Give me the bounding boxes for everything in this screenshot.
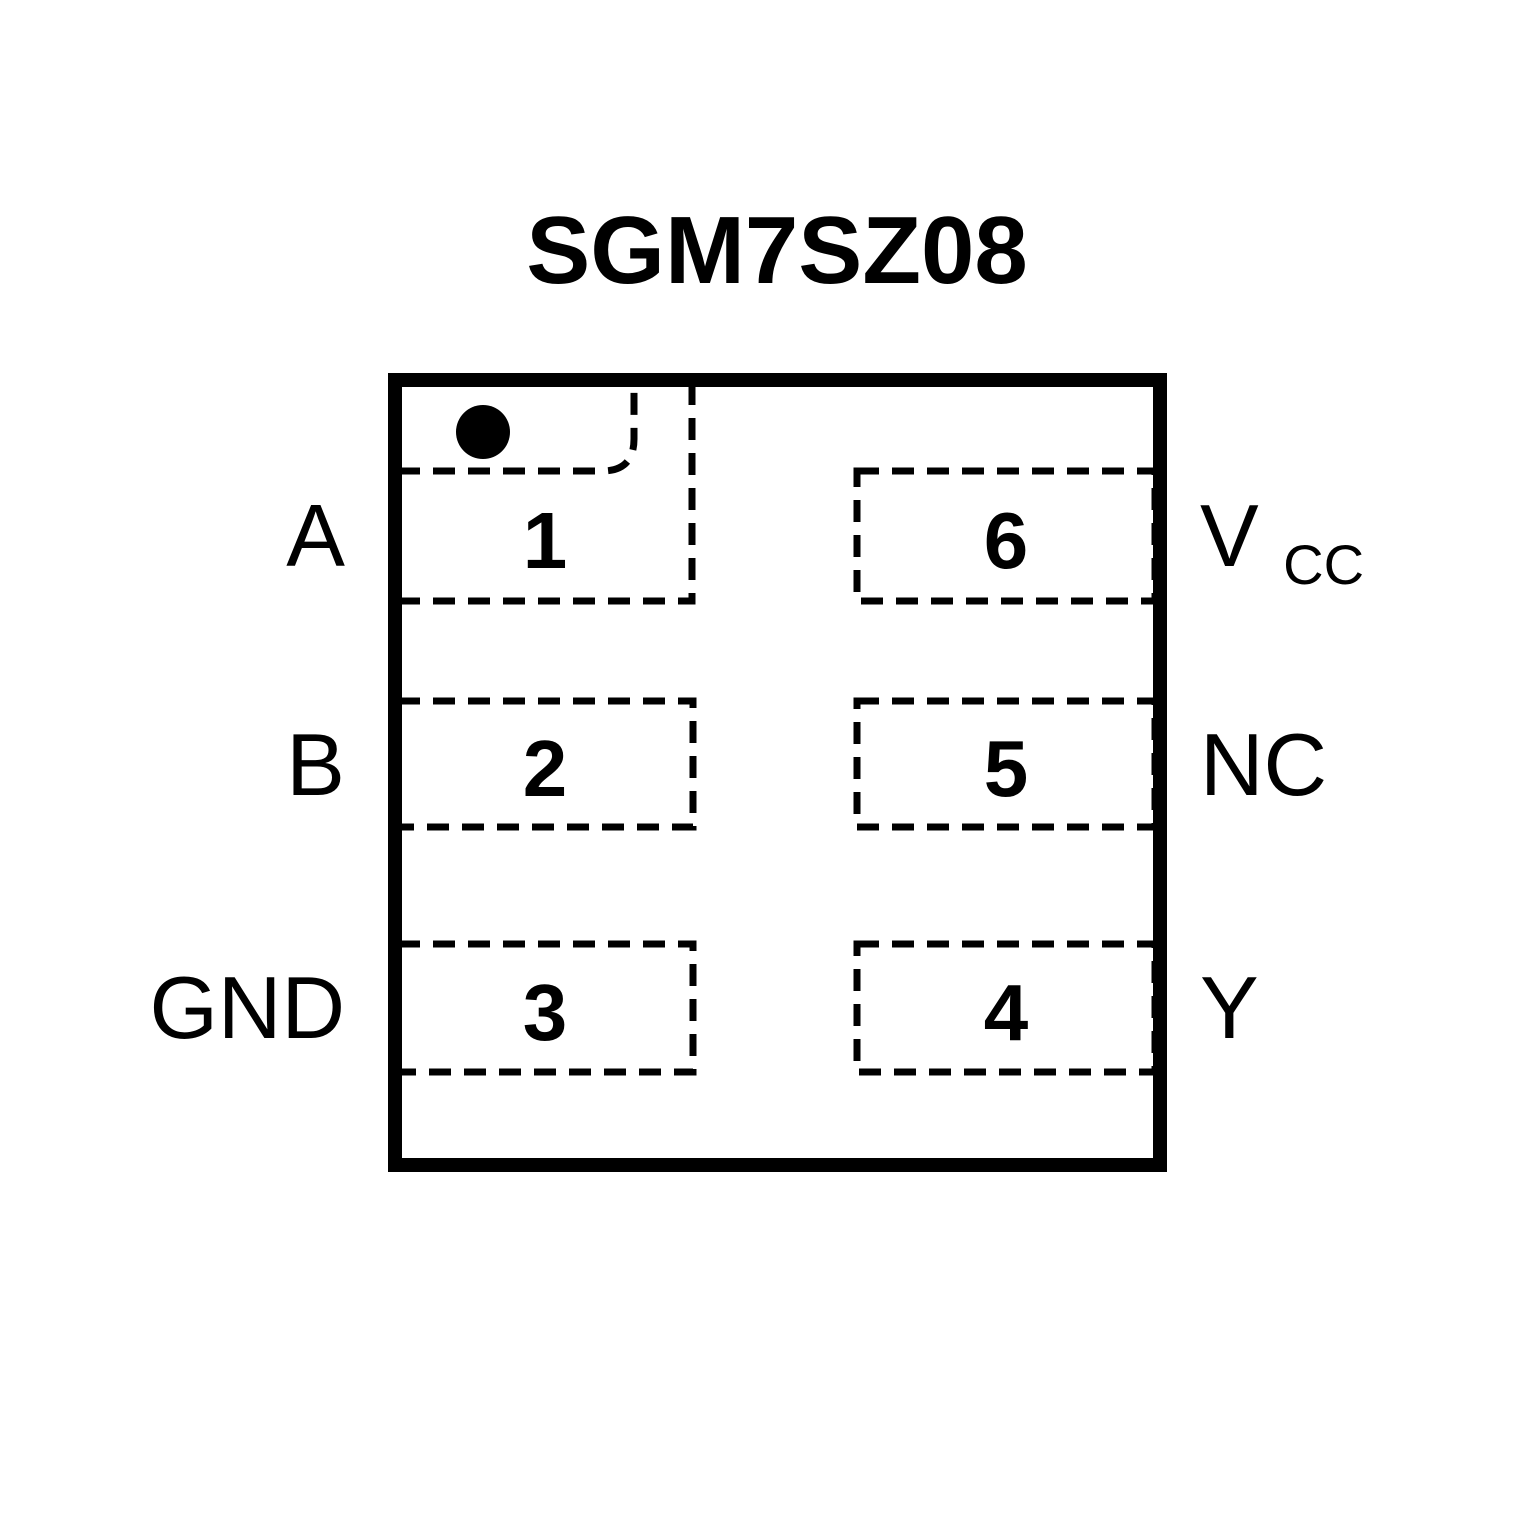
pin-label-vcc-subscript: CC <box>1283 533 1364 596</box>
pin-pad-2 <box>394 697 697 831</box>
pin-label-b: B <box>286 715 345 814</box>
chip-outline <box>388 373 1167 1172</box>
pin-label-vcc-main: V <box>1200 486 1259 585</box>
pin-number-6: 6 <box>984 496 1029 585</box>
diagram-title: SGM7SZ08 <box>526 197 1028 304</box>
pin-pad-1 <box>398 383 696 605</box>
pin-pad-3 <box>394 940 697 1076</box>
pin-number-3: 3 <box>523 968 568 1057</box>
pin-pad-4 <box>853 940 1159 1076</box>
pin-label-gnd: GND <box>149 958 345 1057</box>
pin-pad-6 <box>853 467 1159 605</box>
pin1-indicator-dot <box>456 405 510 459</box>
pin-number-5: 5 <box>984 724 1029 813</box>
pin-pad-5 <box>853 697 1159 831</box>
pin-number-1: 1 <box>523 496 568 585</box>
pin-label-y: Y <box>1200 958 1259 1057</box>
pin-label-a: A <box>286 486 345 585</box>
pin-number-4: 4 <box>984 968 1029 1057</box>
pin-number-2: 2 <box>523 724 568 813</box>
pin-label-nc: NC <box>1200 715 1327 814</box>
pin-label-vcc: V CC <box>1200 486 1364 596</box>
